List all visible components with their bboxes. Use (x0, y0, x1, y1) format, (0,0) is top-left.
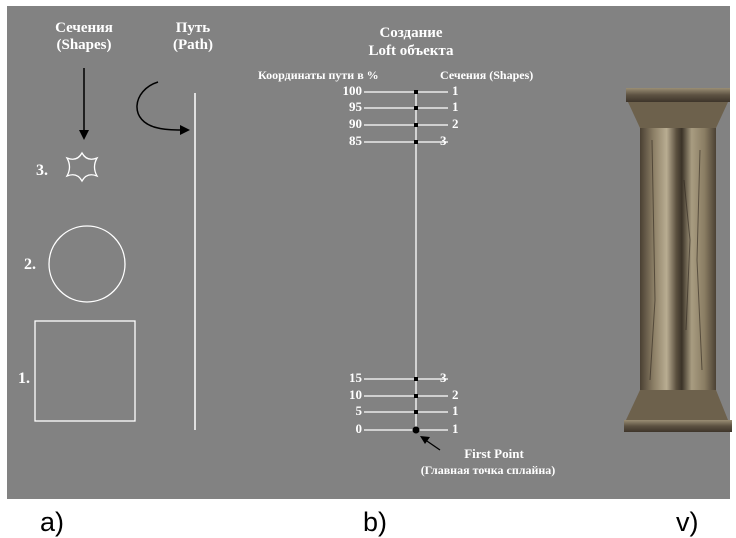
curved-arrow-head (180, 125, 190, 135)
path-point-marker (414, 410, 418, 414)
shape-number-1: 1. (18, 370, 30, 387)
caption-a: a) (40, 507, 65, 537)
path-percent-label: 15 (349, 370, 362, 385)
path-percent-label: 90 (349, 116, 362, 131)
down-arrow-head (79, 130, 89, 140)
shapes-title: Сечения (55, 20, 113, 36)
path-percent-label: 0 (355, 421, 363, 436)
shape-index-label: 1 (452, 83, 459, 98)
path-point-marker (414, 140, 418, 144)
shape-index-label: 3 (440, 133, 447, 148)
loft-title-line2: Loft объекта (368, 43, 454, 59)
star-shape (65, 151, 99, 183)
path-point-marker (414, 377, 418, 381)
path-point-marker (412, 426, 420, 434)
caption-v: v) (676, 507, 699, 537)
path-percent-label: 95 (349, 99, 362, 114)
path-percent-label: 10 (349, 387, 362, 402)
shape-index-label: 1 (452, 403, 459, 418)
stone-column (624, 88, 732, 432)
figure-panel (7, 6, 730, 499)
curved-arrow (136, 81, 183, 131)
path-coords-header: Координаты пути в % (258, 68, 379, 82)
path-percent-label: 100 (342, 83, 363, 98)
circle-shape (48, 225, 126, 303)
path-percent-label: 85 (349, 133, 362, 148)
shape-number-3: 3. (36, 162, 48, 179)
first-point-arrow-head (420, 436, 430, 444)
shape-index-label: 1 (452, 421, 459, 436)
first-point-label: First Point (464, 446, 524, 461)
shape-index-label: 1 (452, 99, 459, 114)
shapes-subtitle: (Shapes) (56, 37, 112, 53)
path-point-marker (414, 106, 418, 110)
path-title: Путь (175, 20, 211, 36)
path-point-marker (414, 123, 418, 127)
shape-index-label: 2 (452, 387, 459, 402)
path-point-marker (414, 90, 418, 94)
caption-b: b) (363, 507, 388, 537)
path-subtitle: (Path) (173, 37, 213, 53)
square-shape (34, 320, 136, 422)
shape-index-label: 2 (452, 116, 459, 131)
first-point-sublabel: (Главная точка сплайна) (420, 463, 556, 477)
path-percent-label: 5 (355, 403, 363, 418)
loft-title-line1: Создание (379, 25, 443, 41)
path-point-marker (414, 394, 418, 398)
shape-index-label: 3 (440, 370, 447, 385)
shapes-header: Сечения (Shapes) (440, 68, 534, 82)
shape-number-2: 2. (24, 256, 36, 273)
row-tick-lines (364, 90, 448, 434)
